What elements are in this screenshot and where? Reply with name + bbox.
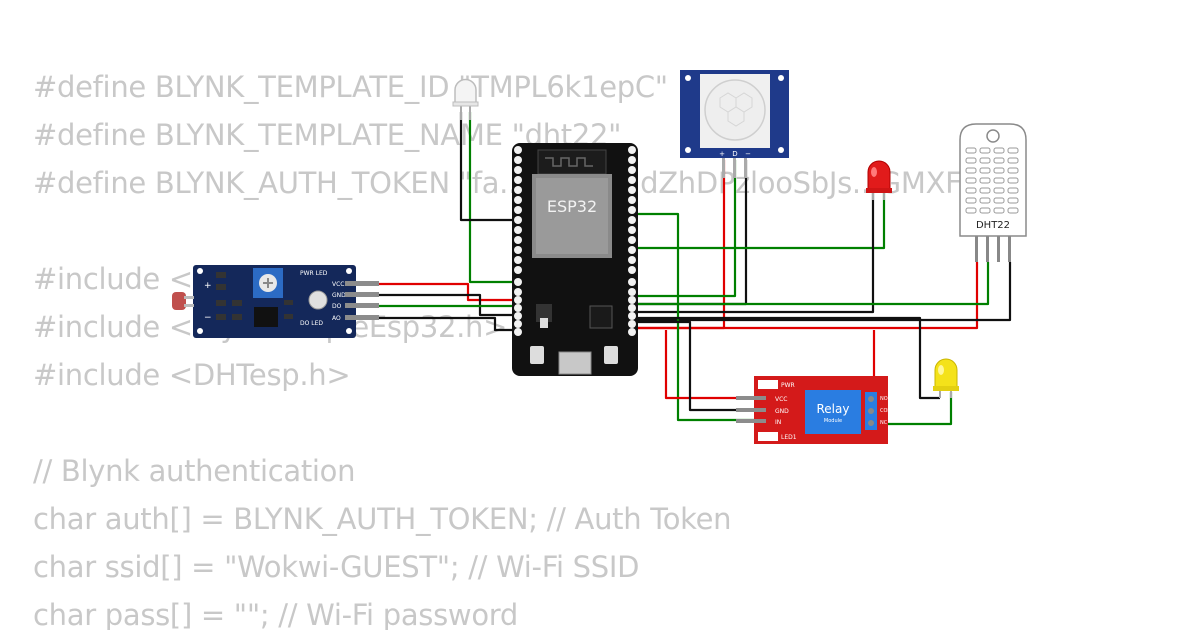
esp32-label: ESP32 bbox=[547, 197, 597, 216]
relay-block bbox=[805, 390, 861, 434]
wire-black[interactable] bbox=[459, 112, 512, 222]
dht22-label: DHT22 bbox=[976, 220, 1010, 231]
red-led[interactable] bbox=[866, 160, 892, 200]
relay-label: Relay bbox=[817, 402, 850, 416]
relay-led1-label: LED1 bbox=[781, 434, 797, 441]
relay-sublabel: Module bbox=[824, 418, 842, 424]
boot-button[interactable] bbox=[530, 346, 544, 364]
relay-pin-label: VCC bbox=[775, 396, 787, 403]
ldr-plus-label: + bbox=[204, 281, 212, 291]
relay-terminal-label: NO bbox=[880, 396, 888, 402]
ldr-pin[interactable] bbox=[345, 281, 379, 286]
code-line: #include <DHTesp.h> bbox=[33, 358, 351, 392]
esp32-board[interactable]: ESP32 bbox=[512, 143, 638, 376]
white-led[interactable] bbox=[452, 78, 479, 121]
wire-green[interactable] bbox=[870, 392, 953, 426]
wire-black[interactable] bbox=[634, 316, 940, 400]
wire-black[interactable] bbox=[379, 316, 516, 332]
code-line: char auth[] = BLYNK_AUTH_TOKEN; // Auth … bbox=[33, 502, 732, 536]
code-line: #define BLYNK_TEMPLATE_ID "TMPL6k1epC" bbox=[33, 70, 668, 104]
ldr-led-icon bbox=[308, 290, 328, 310]
code-line: #define BLYNK_TEMPLATE_NAME "dht22" bbox=[33, 118, 622, 152]
relay-module[interactable]: PWR LED1 VCC GND IN Relay Module NO COM … bbox=[736, 376, 892, 444]
ldr-minus-label: − bbox=[204, 313, 212, 323]
relay-pin-label: GND bbox=[775, 408, 789, 415]
wire-green[interactable] bbox=[634, 192, 886, 250]
pir-pin-label: D bbox=[732, 150, 737, 158]
relay-pin[interactable] bbox=[736, 419, 766, 423]
wire-black[interactable] bbox=[634, 320, 758, 412]
relay-pin[interactable] bbox=[736, 396, 766, 400]
wire-black[interactable] bbox=[634, 192, 875, 314]
wire-green[interactable] bbox=[634, 160, 737, 298]
pir-lens-icon bbox=[704, 79, 766, 141]
ldr-pin[interactable] bbox=[345, 303, 379, 308]
reset-button[interactable] bbox=[604, 346, 618, 364]
wires bbox=[379, 112, 1012, 426]
code-line: #include < bbox=[33, 262, 193, 296]
code-line: // Blynk authentication bbox=[33, 454, 356, 488]
ldr-pwr-led-label: PWR LED bbox=[300, 270, 328, 277]
wire-green[interactable] bbox=[468, 112, 516, 284]
ldr-module[interactable]: + − PWR LED DO LED VCC GND DO AO bbox=[172, 265, 379, 338]
photoresistor-icon bbox=[172, 292, 186, 310]
ldr-pin[interactable] bbox=[345, 315, 379, 320]
wire-green[interactable] bbox=[634, 262, 990, 306]
code-line: char pass[] = ""; // Wi-Fi password bbox=[33, 598, 519, 630]
pir-pin-label: + bbox=[719, 150, 725, 158]
wire-black[interactable] bbox=[634, 160, 748, 306]
ldr-pin-label: AO bbox=[332, 315, 341, 322]
usb-port[interactable] bbox=[558, 351, 592, 375]
ldr-pin[interactable] bbox=[345, 292, 379, 297]
relay-pwr-label: PWR bbox=[781, 382, 795, 389]
dht22-sensor[interactable]: DHT22 bbox=[959, 123, 1027, 262]
ldr-pin-label: GND bbox=[332, 292, 346, 299]
wire-red[interactable] bbox=[379, 282, 516, 302]
ldr-do-led-label: DO LED bbox=[300, 320, 323, 327]
relay-terminal-label: COM bbox=[880, 408, 892, 414]
code-line: char ssid[] = "Wokwi-GUEST"; // Wi-Fi SS… bbox=[33, 550, 640, 584]
wire-red[interactable] bbox=[634, 262, 979, 330]
relay-pin-label: IN bbox=[775, 419, 781, 426]
relay-pin[interactable] bbox=[736, 408, 766, 412]
yellow-led[interactable] bbox=[933, 358, 959, 398]
ldr-pin-label: DO bbox=[332, 303, 342, 310]
wire-red[interactable] bbox=[664, 330, 758, 400]
pir-sensor[interactable]: + D − bbox=[680, 70, 789, 178]
relay-terminal-label: NC bbox=[880, 420, 888, 426]
ldr-pin-label: VCC bbox=[332, 281, 344, 288]
pir-pin-label: − bbox=[745, 150, 751, 158]
wire-black[interactable] bbox=[634, 262, 1012, 322]
